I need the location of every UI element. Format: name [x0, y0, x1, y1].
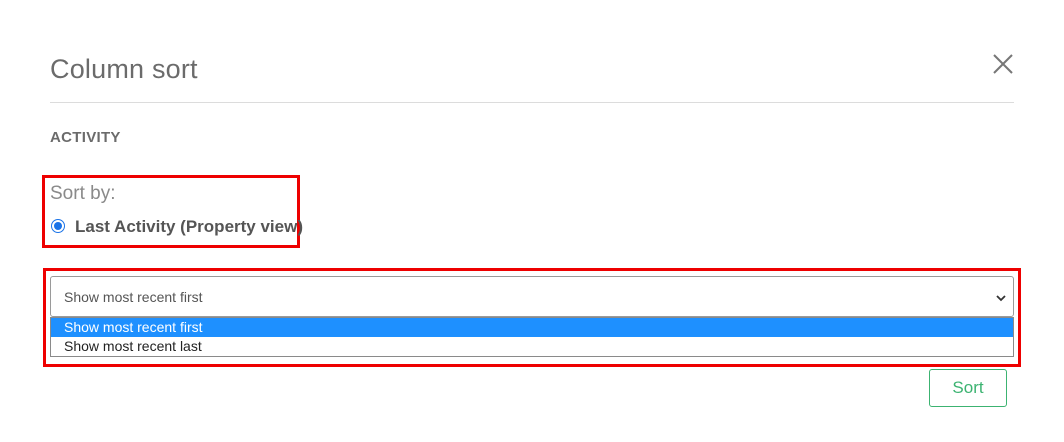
sort-button[interactable]: Sort	[929, 369, 1007, 407]
sort-order-select-value: Show most recent first	[64, 289, 203, 305]
highlight-order-select	[43, 268, 1021, 367]
dialog-title: Column sort	[50, 54, 198, 84]
chevron-down-icon	[995, 291, 1007, 303]
last-activity-radio[interactable]	[51, 219, 65, 233]
sort-order-select[interactable]: Show most recent first	[50, 276, 1014, 317]
sort-order-dropdown-list: Show most recent first Show most recent …	[50, 317, 1014, 357]
option-most-recent-last[interactable]: Show most recent last	[64, 338, 202, 354]
last-activity-radio-label[interactable]: Last Activity (Property view)	[75, 217, 303, 236]
highlight-sort-by	[42, 175, 300, 248]
sort-by-label: Sort by:	[50, 183, 116, 204]
header-divider	[50, 102, 1014, 103]
close-icon[interactable]	[991, 52, 1015, 76]
section-label: ACTIVITY	[50, 129, 121, 146]
option-most-recent-first[interactable]: Show most recent first	[51, 318, 1013, 337]
